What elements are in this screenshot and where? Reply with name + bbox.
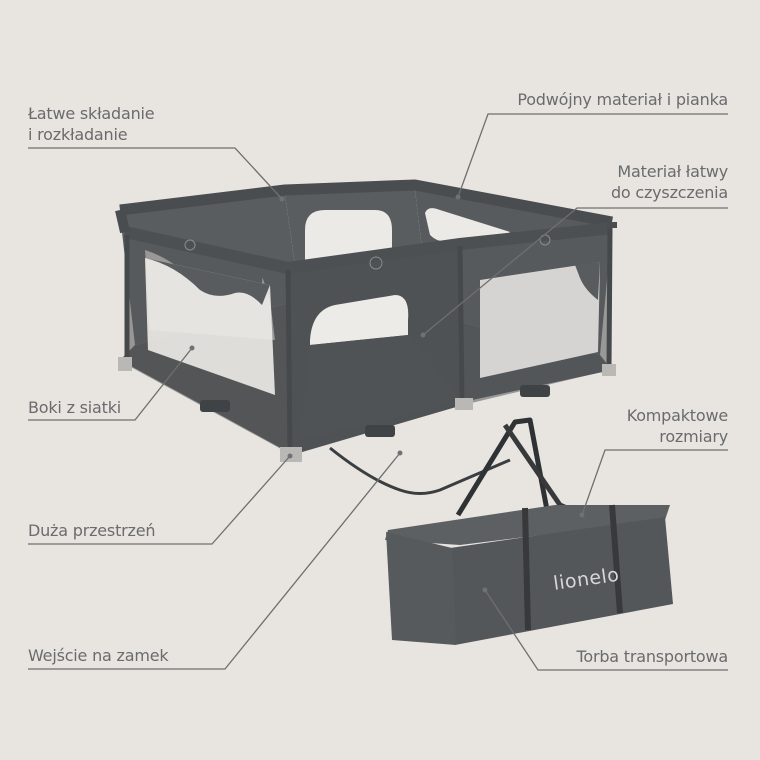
callout-text: i rozkładanie xyxy=(28,125,128,144)
playpen-illustration xyxy=(115,179,617,495)
callout-dots xyxy=(189,194,585,593)
callout-text: Torba transportowa xyxy=(576,647,729,666)
callout-text: do czyszczenia xyxy=(610,183,728,202)
callout-text: Łatwe składanie xyxy=(28,104,155,123)
callout-mesh-sides: Boki z siatki xyxy=(28,397,121,418)
callout-large-space: Duża przestrzeń xyxy=(28,520,156,541)
callout-text: Podwójny materiał i pianka xyxy=(517,90,728,109)
callout-text: Materiał łatwy xyxy=(617,162,728,181)
callout-double-material: Podwójny materiał i pianka xyxy=(517,89,728,110)
callout-text: Kompaktowe xyxy=(626,406,728,425)
transport-bag-illustration xyxy=(385,417,673,645)
callout-compact-size: Kompaktowe rozmiary xyxy=(627,405,728,447)
callout-text: Boki z siatki xyxy=(28,398,122,417)
callout-transport-bag: Torba transportowa xyxy=(576,646,729,667)
callout-text: rozmiary xyxy=(659,427,728,446)
callout-text: Wejście na zamek xyxy=(28,646,169,665)
callout-text: Duża przestrzeń xyxy=(28,521,156,540)
callout-lines xyxy=(28,113,728,671)
callout-zipper-entry: Wejście na zamek xyxy=(28,645,169,666)
callout-easy-clean: Materiał łatwy do czyszczenia xyxy=(611,161,728,203)
callout-easy-folding: Łatwe składanie i rozkładanie xyxy=(28,103,155,145)
